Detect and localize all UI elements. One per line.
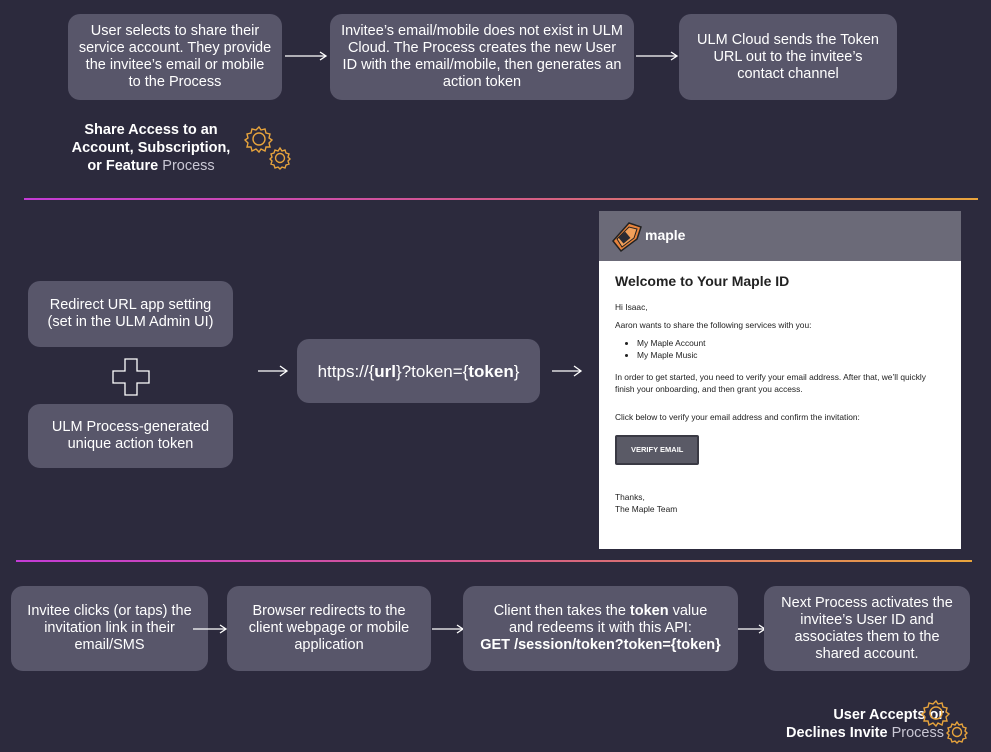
flow-step-activate-user: Next Process activates the invitee’s Use… bbox=[764, 586, 970, 671]
gears-icon bbox=[920, 699, 968, 744]
email-greeting: Hi Isaac, bbox=[615, 302, 648, 312]
action-token-box: ULM Process-generated unique action toke… bbox=[28, 404, 233, 468]
share-access-process-label: Share Access to an Account, Subscription… bbox=[71, 122, 231, 174]
token-url-box: https://{url}?token={token} bbox=[297, 339, 540, 403]
email-intro: Aaron wants to share the following servi… bbox=[615, 320, 812, 330]
section-divider bbox=[24, 198, 978, 200]
email-services-list: My Maple Account My Maple Music bbox=[615, 337, 945, 361]
email-title: Welcome to Your Maple ID bbox=[615, 273, 790, 289]
flow-step-create-user: Invitee’s email/mobile does not exist in… bbox=[330, 14, 634, 100]
email-sign-off: Thanks, bbox=[615, 492, 645, 502]
verify-email-button[interactable]: VERIFY EMAIL bbox=[615, 435, 700, 465]
flow-step-redeem-token: Client then takes the token value and re… bbox=[463, 586, 738, 671]
email-service-item: My Maple Music bbox=[637, 349, 945, 361]
arrow-icon bbox=[258, 365, 289, 377]
flow-step-browser-redirect: Browser redirects to the client webpage … bbox=[227, 586, 431, 671]
email-brand-name: maple bbox=[645, 227, 686, 243]
email-header: maple bbox=[599, 211, 961, 261]
section-divider bbox=[16, 560, 972, 562]
arrow-icon bbox=[193, 624, 228, 634]
arrow-icon bbox=[285, 51, 328, 61]
email-verify-text: In order to get started, you need to ver… bbox=[615, 372, 926, 394]
email-service-item: My Maple Account bbox=[637, 337, 945, 349]
arrow-icon bbox=[432, 624, 465, 634]
plus-icon bbox=[112, 358, 150, 396]
email-click-text: Click below to verify your email address… bbox=[615, 412, 860, 422]
flow-step-share-account: User selects to share their service acco… bbox=[68, 14, 282, 100]
flow-step-send-token: ULM Cloud sends the Token URL out to the… bbox=[679, 14, 897, 100]
gears-icon bbox=[243, 125, 291, 170]
email-body: Welcome to Your Maple ID Hi Isaac, Aaron… bbox=[599, 261, 961, 527]
accept-decline-process-label: User Accepts or Declines Invite Process bbox=[786, 707, 944, 741]
redirect-url-setting-box: Redirect URL app setting (set in the ULM… bbox=[28, 281, 233, 347]
maple-logo-icon bbox=[612, 222, 642, 253]
email-signature: The Maple Team bbox=[615, 504, 678, 514]
arrow-icon bbox=[552, 365, 583, 377]
flow-step-invitee-clicks: Invitee clicks (or taps) the invitation … bbox=[11, 586, 208, 671]
invitation-email-preview: maple Welcome to Your Maple ID Hi Isaac,… bbox=[599, 211, 961, 549]
api-endpoint: GET /session/token?token={token} bbox=[480, 637, 721, 653]
arrow-icon bbox=[636, 51, 679, 61]
